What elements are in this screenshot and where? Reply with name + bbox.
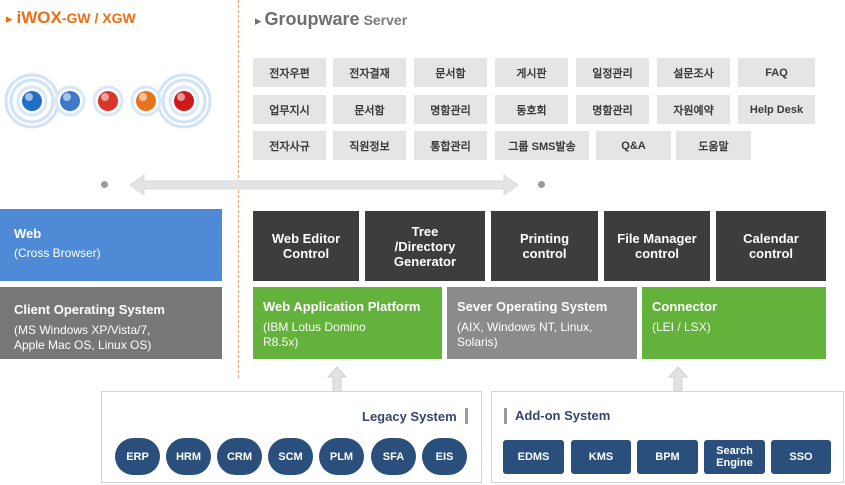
- browser-icons: [4, 73, 212, 129]
- module-item: 설문조사: [657, 58, 730, 87]
- legacy-item: SCM: [268, 438, 313, 475]
- legacy-system-title: Legacy System: [362, 409, 457, 424]
- legacy-item: PLM: [319, 438, 364, 475]
- module-item: 직원정보: [333, 131, 406, 160]
- brand-title: ▸iWOX-GW / XGW: [6, 8, 136, 27]
- addon-item: BPM: [637, 440, 698, 474]
- server-os-block: Sever Operating System (AIX, Windows NT,…: [447, 287, 637, 359]
- calendar-control: Calendar control: [716, 211, 826, 281]
- module-item: 전자우편: [253, 58, 326, 87]
- module-item: 명함관리: [414, 95, 487, 124]
- module-item: 전자사규: [253, 131, 326, 160]
- module-item: 문서함: [333, 95, 406, 124]
- addon-item: KMS: [571, 440, 631, 474]
- module-item: 통합관리: [414, 131, 487, 160]
- legacy-item: EIS: [422, 438, 467, 475]
- module-item: FAQ: [738, 58, 815, 87]
- module-item: 자원예약: [657, 95, 730, 124]
- client-os-block: Client Operating System (MS Windows XP/V…: [0, 287, 222, 359]
- double-arrow-icon: [129, 174, 519, 196]
- chevron-right-icon: ▸: [6, 11, 13, 26]
- legacy-item: ERP: [115, 438, 160, 475]
- file-manager-control: File Manager control: [604, 211, 710, 281]
- module-item: 문서함: [414, 58, 487, 87]
- module-item: 일정관리: [576, 58, 649, 87]
- firefox-icon: [130, 85, 162, 117]
- module-item: 그룹 SMS발송: [495, 131, 589, 160]
- internet-explorer-icon: [16, 85, 48, 117]
- chrome-icon: [92, 85, 124, 117]
- module-item: 게시판: [495, 58, 568, 87]
- web-editor-control: Web Editor Control: [253, 211, 359, 281]
- connector-dot-right: [538, 181, 545, 188]
- module-item: 동호회: [495, 95, 568, 124]
- addon-item: Search Engine: [704, 440, 765, 474]
- addon-item: EDMS: [503, 440, 564, 474]
- module-item: 명함관리: [576, 95, 649, 124]
- connector-dot-left: [101, 181, 108, 188]
- tree-directory-generator: Tree /Directory Generator: [365, 211, 485, 281]
- module-item: Help Desk: [738, 95, 815, 124]
- module-item: 전자결재: [333, 58, 406, 87]
- addon-item: SSO: [771, 440, 831, 474]
- legacy-item: CRM: [217, 438, 262, 475]
- module-item: Q&A: [596, 131, 671, 160]
- module-item: 업무지시: [253, 95, 326, 124]
- web-application-platform-block: Web Application Platform (IBM Lotus Domi…: [253, 287, 442, 359]
- opera-icon: [168, 85, 200, 117]
- connector-block: Connector (LEI / LSX): [642, 287, 826, 359]
- web-block: Web (Cross Browser): [0, 209, 222, 281]
- legacy-item: SFA: [371, 438, 416, 475]
- printing-control: Printing control: [491, 211, 598, 281]
- title-bar: [465, 408, 468, 424]
- legacy-item: HRM: [166, 438, 211, 475]
- chevron-right-icon: ▸: [255, 13, 262, 28]
- safari-icon: [54, 85, 86, 117]
- title-bar: [504, 408, 507, 424]
- module-item: 도움말: [676, 131, 751, 160]
- addon-system-title: Add-on System: [515, 408, 611, 423]
